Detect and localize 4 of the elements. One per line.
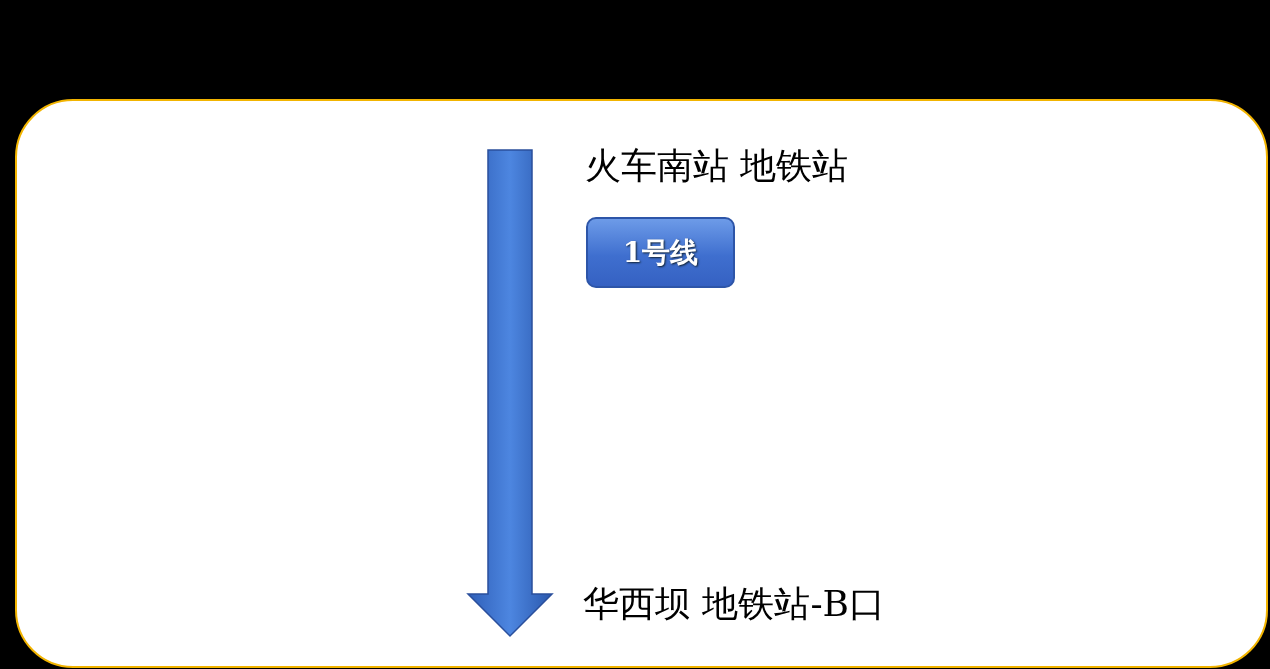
station-label: 火车南站 地铁站 [585, 146, 849, 186]
line-badge: 1号线 [586, 217, 735, 288]
station-label: 华西坝 地铁站-B口 [583, 584, 886, 624]
arrow [466, 149, 554, 638]
